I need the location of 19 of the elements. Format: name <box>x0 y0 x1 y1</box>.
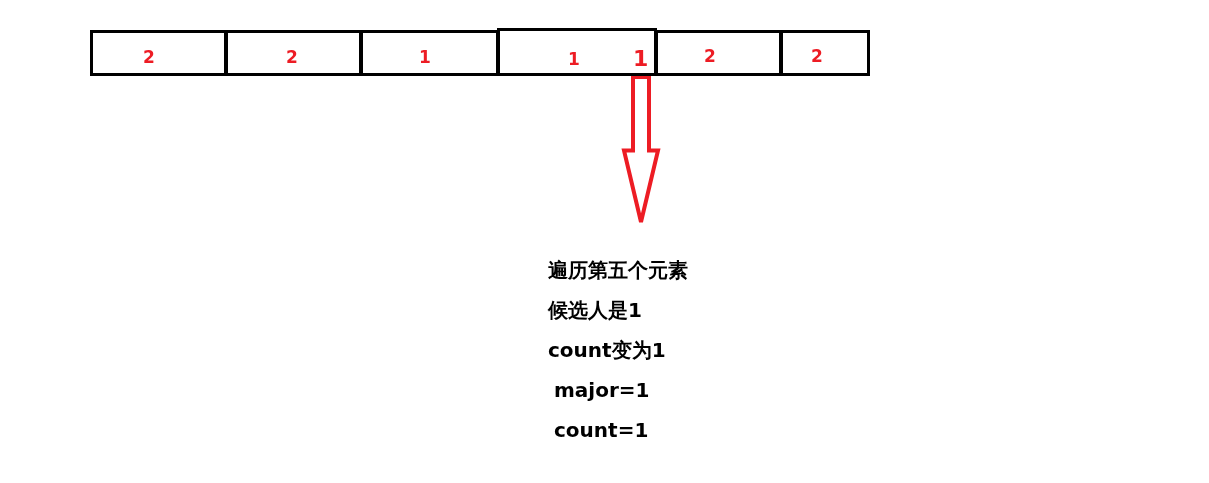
array-cell <box>360 30 499 76</box>
hollow-arrow <box>621 75 661 224</box>
step-note: count变为1 <box>548 340 666 360</box>
step-note: 候选人是1 <box>548 300 642 320</box>
pointer-value: 1 <box>633 45 649 76</box>
cell-value: 2 <box>704 46 716 66</box>
step-note: major=1 <box>553 380 650 400</box>
array-cell <box>655 30 782 76</box>
cell-value: 2 <box>286 47 298 67</box>
cell-value: 1 <box>568 49 580 69</box>
array-cell <box>780 30 870 76</box>
array-cell <box>225 30 362 76</box>
array-cell <box>90 30 227 76</box>
cell-value: 2 <box>811 46 823 66</box>
cell-value: 1 <box>419 47 431 67</box>
cell-value: 2 <box>143 47 155 67</box>
array-cell <box>497 28 657 76</box>
step-note: 遍历第五个元素 <box>548 260 688 280</box>
step-note: count=1 <box>553 420 649 440</box>
